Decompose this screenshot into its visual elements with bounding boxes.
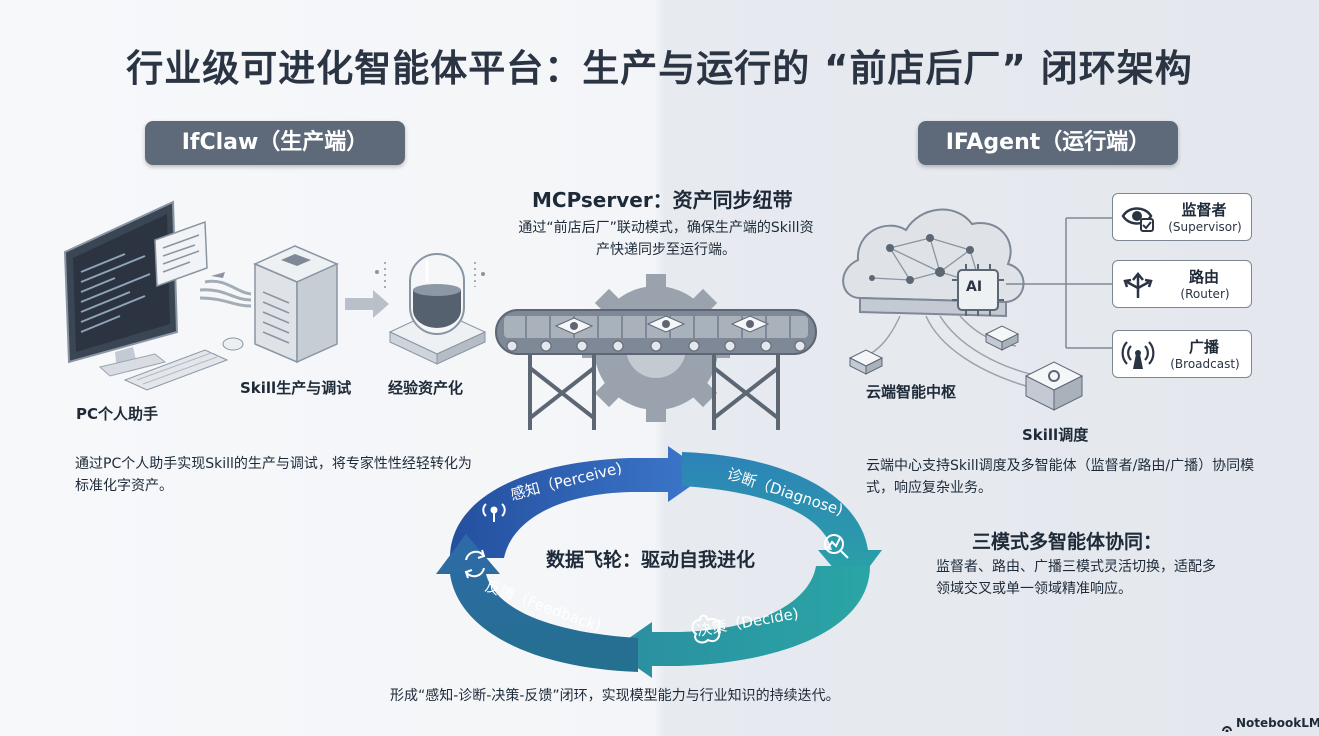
signal-icon: [482, 503, 506, 522]
route-arrows-icon: [1123, 272, 1153, 298]
stage-feedback-segment: [436, 534, 638, 672]
skill-package-icon: [554, 315, 770, 335]
magnifier-chart-icon: [824, 534, 849, 559]
page-title: 行业级可进化智能体平台：生产与运行的 “前店后厂” 闭环架构: [126, 47, 1193, 90]
tri-mode-description: 监督者、路由、广播三模式灵活切换，适配多领域交叉或单一领域精准响应。: [936, 559, 1216, 597]
cloud-hub-label: 云端智能中枢: [866, 383, 957, 401]
mode-connectors: [1006, 217, 1112, 349]
bottom-note: 形成“感知-诊断-决策-反馈”闭环，实现模型能力与行业知识的持续迭代。: [390, 688, 840, 704]
pc-assistant-label: PC个人助手: [76, 405, 159, 423]
stage-diagnose-segment: [682, 452, 882, 590]
mode-subtitle: (Supervisor): [1168, 220, 1242, 234]
skill-box-icon: [848, 325, 1084, 411]
skill-dispatch-lines: [869, 315, 1031, 387]
conveyor-stand: [528, 354, 780, 430]
skill-dispatch-label: Skill调度: [1022, 426, 1089, 444]
brain-icon: [691, 614, 722, 644]
mcp-description: 通过“前店后厂”联动模式，确保生产端的Skill资产快递同步至运行端。: [518, 220, 814, 258]
flywheel-center-label: 数据飞轮：驱动自我进化: [546, 549, 756, 571]
asset-label: 经验资产化: [388, 379, 464, 397]
mcp-title: MCPserver：资产同步纽带: [532, 188, 793, 212]
flywheel-diagram: 感知（Perceive) 诊断（Diagnose) 决策（Decide) 反馈（…: [436, 446, 882, 678]
tri-mode-title: 三模式多智能体协同：: [972, 531, 1163, 553]
asset-capsule-icon: [388, 253, 487, 365]
conveyor-belt: [495, 309, 817, 355]
mode-name: 监督者: [1181, 201, 1227, 219]
mode-name: 广播: [1188, 338, 1219, 356]
eye-check-icon: [1121, 207, 1154, 232]
mode-name: 路由: [1188, 268, 1219, 286]
mode-subtitle: (Router): [1180, 287, 1230, 301]
sparkle-dots-icon: [384, 262, 476, 292]
mode-router: 路由 (Router): [1112, 260, 1252, 308]
skill-production-label: Skill生产与调试: [240, 379, 352, 397]
brand-label: NotebookLM: [1236, 716, 1319, 730]
runtime-pill: IFAgent（运行端）: [918, 121, 1178, 165]
producer-pill: IfClaw（生产端）: [145, 121, 405, 165]
conveyor-illustration: [495, 274, 817, 430]
mode-subtitle: (Broadcast): [1170, 357, 1240, 371]
ai-chip-icon: [952, 264, 1004, 316]
ai-chip-label: AI: [966, 279, 983, 295]
refresh-icon: [464, 549, 486, 579]
arrow-right-icon: [345, 290, 389, 318]
producer-illustration: [63, 200, 487, 391]
producer-description: 通过PC个人助手实现Skill的生产与调试，将专家性性经轻转化为标准化字资产。: [75, 456, 472, 494]
mode-supervisor: 监督者 (Supervisor): [1112, 193, 1252, 241]
skill-server-icon: [253, 245, 339, 364]
stage-perceive-segment: [450, 446, 708, 558]
data-stream-icon: [199, 279, 252, 308]
notebooklm-logo-icon: [1222, 717, 1232, 733]
runtime-illustration: [842, 208, 1118, 411]
broadcast-icon: [1121, 341, 1155, 369]
runtime-description: 云端中心支持Skill调度及多智能体（监督者/路由/广播）协同模式，响应复杂业务…: [866, 458, 1255, 496]
mode-broadcast: 广播 (Broadcast): [1112, 330, 1252, 378]
stage-decide-segment: [612, 566, 870, 678]
pc-monitor-icon: [63, 200, 244, 391]
